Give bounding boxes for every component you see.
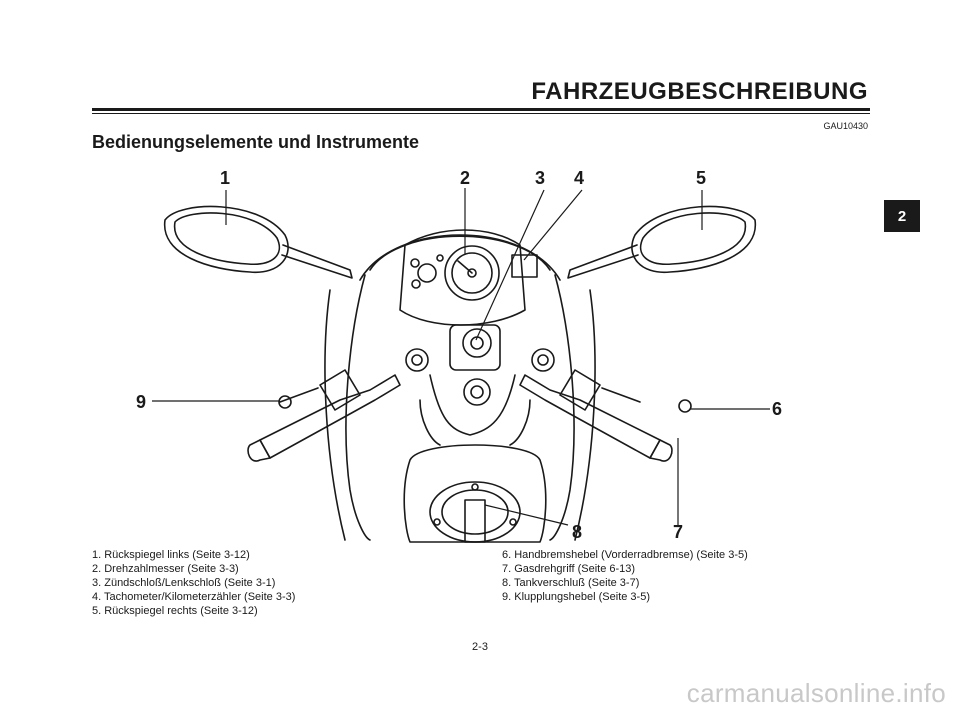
fuel-tank (403, 444, 547, 543)
legend-item: 1. Rückspiegel links (Seite 3-12) (92, 549, 250, 561)
callout-2: 2 (460, 168, 470, 188)
legend-item: 3. Zündschloß/Lenkschloß (Seite 3-1) (92, 577, 276, 589)
right-handlebar (519, 348, 692, 462)
callout-3: 3 (535, 168, 545, 188)
legend-item: 8. Tankverschluß (Seite 3-7) (502, 577, 640, 589)
legend-item: 4. Tachometer/Kilometerzähler (Seite 3-3… (92, 591, 296, 603)
chapter-title: FAHRZEUGBESCHREIBUNG (531, 78, 868, 105)
callout-6: 6 (772, 399, 782, 419)
callout-7: 7 (673, 522, 683, 542)
chapter-tab[interactable]: 2 (884, 200, 920, 232)
callout-5: 5 (696, 168, 706, 188)
legend-left-column: 1. Rückspiegel links (Seite 3-12) 2. Dre… (92, 548, 295, 618)
legend-item: 2. Drehzahlmesser (Seite 3-3) (92, 563, 239, 575)
callout-8: 8 (572, 522, 582, 542)
legend-item: 5. Rückspiegel rechts (Seite 3-12) (92, 605, 258, 617)
steering-head (419, 324, 531, 446)
left-handlebar (247, 348, 429, 462)
watermark: carmanualsonline.info (686, 678, 946, 708)
header-rule-thin (92, 113, 870, 114)
windscreen (369, 235, 551, 271)
section-code: GAU10430 (823, 121, 868, 131)
right-mirror (567, 205, 756, 279)
legend-item: 6. Handbremshebel (Vorderradbremse) (Sei… (502, 549, 748, 561)
header-rule-thick (92, 108, 870, 111)
instrument-cluster (399, 229, 538, 326)
left-mirror (164, 205, 353, 279)
legend-item: 9. Klupplungshebel (Seite 3-5) (502, 591, 650, 603)
callout-1: 1 (220, 168, 230, 188)
motorcycle-controls-illustration: 1 2 3 4 5 6 7 8 9 (136, 168, 782, 543)
callout-4: 4 (574, 168, 584, 188)
legend-item: 7. Gasdrehgriff (Seite 6-13) (502, 563, 636, 575)
page-number: 2-3 (472, 641, 488, 653)
callout-9: 9 (136, 392, 146, 412)
section-title: Bedienungselemente und Instrumente (92, 132, 420, 152)
legend-right-column: 6. Handbremshebel (Vorderradbremse) (Sei… (502, 548, 748, 604)
